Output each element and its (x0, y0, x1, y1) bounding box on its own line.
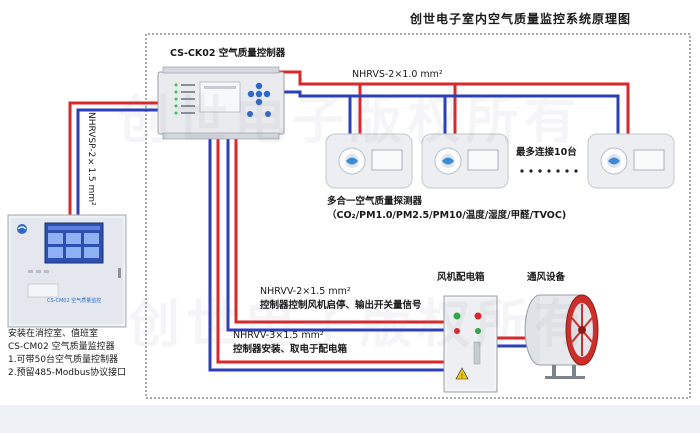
diagram-title: 创世电子室内空气质量监控系统原理图 (410, 12, 632, 26)
svg-text:!: ! (461, 373, 463, 380)
signal-cable-label: NHRVV-2×1.5 mm² (260, 286, 351, 297)
sensor-unit-1 (325, 133, 413, 189)
rs485-wire-red (68, 101, 160, 215)
host-screen-caption: CS-CM02 空气质量监控 (47, 298, 102, 304)
system-boundary-frame (145, 33, 691, 399)
power-wire-blue (208, 134, 444, 372)
rs485-cable-label: NHRVSP-2×1.5 mm² (86, 112, 96, 206)
host-note: 1.可带50台空气质量控制器 (8, 355, 119, 365)
fan-label: 通风设备 (527, 272, 566, 283)
watermark-bottom: 创世电子版权所有 (128, 295, 593, 355)
sensor-more-label: 最多连接10台 (516, 147, 577, 158)
wire-layer (68, 70, 630, 372)
host-note: 2.预留485-Modbus协议接口 (8, 368, 127, 378)
fan-control-box: ! (443, 295, 498, 393)
sensor-desc-line2: （CO₂/PM1.0/PM2.5/PM10/温度/湿度/甲醛/TVOC) (327, 210, 567, 221)
bus-cable-label: NHRVS-2×1.0 mm² (352, 69, 443, 80)
signal-wire-red (234, 134, 444, 324)
fan-box-label: 风机配电箱 (437, 272, 485, 283)
sensor-unit-3 (587, 133, 675, 189)
air-quality-controller (157, 66, 285, 140)
sensor-desc-line1: 多合一空气质量探测器 (327, 196, 423, 207)
rs485-wire-blue (76, 108, 160, 215)
controller-status-leds (174, 83, 178, 115)
signal-wire-blue (226, 134, 444, 332)
fan-box-red-lamp (474, 312, 482, 320)
footer-band (0, 405, 700, 433)
controller-keypad (247, 82, 271, 117)
sensor-continuation-dots (520, 169, 578, 173)
host-note: 安装在消控室、值班室 (8, 329, 99, 339)
host-monitor-cabinet (7, 214, 127, 328)
warning-icon (455, 367, 469, 380)
sensor-unit-2 (421, 133, 509, 189)
host-note: CS-CM02 空气质量监控器 (8, 342, 115, 352)
power-cable-label: NHRVV-3×1.5 mm² (233, 330, 324, 341)
signal-cable-desc: 控制器控制风机启停、输出开关量信号 (260, 300, 422, 311)
host-notes: 安装在消控室、值班室 CS-CM02 空气质量监控器 1.可带50台空气质量控制… (8, 328, 126, 380)
power-wire-red (216, 134, 444, 364)
ventilation-fan (524, 294, 599, 379)
power-cable-desc: 控制器安装、取电于配电箱 (233, 344, 348, 355)
controller-label: CS-CK02 空气质量控制器 (170, 48, 286, 59)
fan-box-green-lamp (453, 312, 461, 320)
watermark-top: 创世电子版权所有 (118, 91, 583, 151)
